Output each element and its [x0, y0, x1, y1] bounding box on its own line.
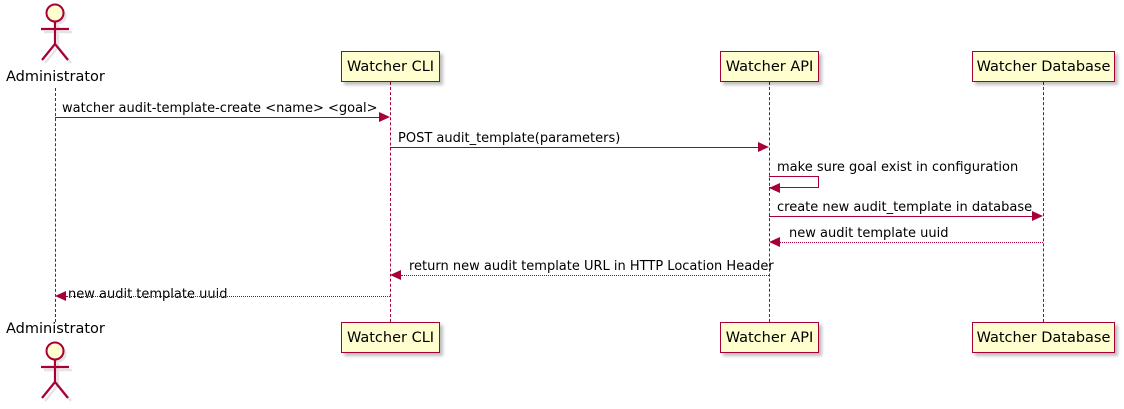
message-arrowhead-6 [390, 270, 401, 280]
message-label-7: new audit template uuid [68, 287, 228, 302]
participant-label-watcher-api-bottom: Watcher API [725, 329, 814, 346]
participant-label-watcher-cli-top: Watcher CLI [346, 58, 435, 75]
message-label-4: create new audit_template in database [777, 200, 1033, 215]
message-arrowhead-3 [769, 183, 780, 193]
participant-box-watcher-cli-bottom[interactable]: Watcher CLI [341, 322, 440, 353]
message-arrowhead-1 [379, 112, 390, 122]
actor-label-administrator-top: Administrator [6, 69, 105, 85]
participant-box-watcher-api-top[interactable]: Watcher API [720, 51, 819, 82]
message-arrowhead-4 [1032, 211, 1043, 221]
lifeline-watcher-cli [390, 82, 391, 322]
message-label-1: watcher audit-template-create <name> <go… [62, 101, 378, 116]
message-line-4 [769, 216, 1032, 217]
message-arrowhead-7 [55, 291, 66, 301]
lifeline-watcher-api [769, 82, 770, 322]
participant-box-watcher-cli-top[interactable]: Watcher CLI [341, 51, 440, 82]
lifeline-administrator [55, 88, 56, 322]
message-arrowhead-5 [769, 237, 780, 247]
actor-administrator-bottom [33, 340, 81, 402]
message-selfloop-3 [769, 176, 819, 188]
lifeline-watcher-database [1043, 82, 1044, 322]
actor-label-administrator-bottom: Administrator [6, 321, 105, 337]
participant-label-watcher-database-bottom: Watcher Database [976, 329, 1111, 346]
participant-box-watcher-api-bottom[interactable]: Watcher API [720, 322, 819, 353]
message-line-1 [55, 117, 379, 118]
message-arrowhead-2 [758, 142, 769, 152]
participant-box-watcher-database-top[interactable]: Watcher Database [972, 51, 1115, 82]
participant-label-watcher-database-top: Watcher Database [976, 58, 1111, 75]
message-label-3: make sure goal exist in configuration [777, 160, 1019, 175]
message-line-7 [66, 296, 390, 297]
message-label-5: new audit template uuid [789, 226, 949, 241]
participant-label-watcher-api-top: Watcher API [725, 58, 814, 75]
actor-administrator-top [33, 2, 81, 64]
message-line-2 [390, 147, 758, 148]
message-line-5 [780, 242, 1043, 243]
message-label-2: POST audit_template(parameters) [398, 131, 621, 146]
message-line-6 [401, 275, 769, 276]
participant-box-watcher-database-bottom[interactable]: Watcher Database [972, 322, 1115, 353]
message-label-6: return new audit template URL in HTTP Lo… [409, 259, 774, 274]
participant-label-watcher-cli-bottom: Watcher CLI [346, 329, 435, 346]
